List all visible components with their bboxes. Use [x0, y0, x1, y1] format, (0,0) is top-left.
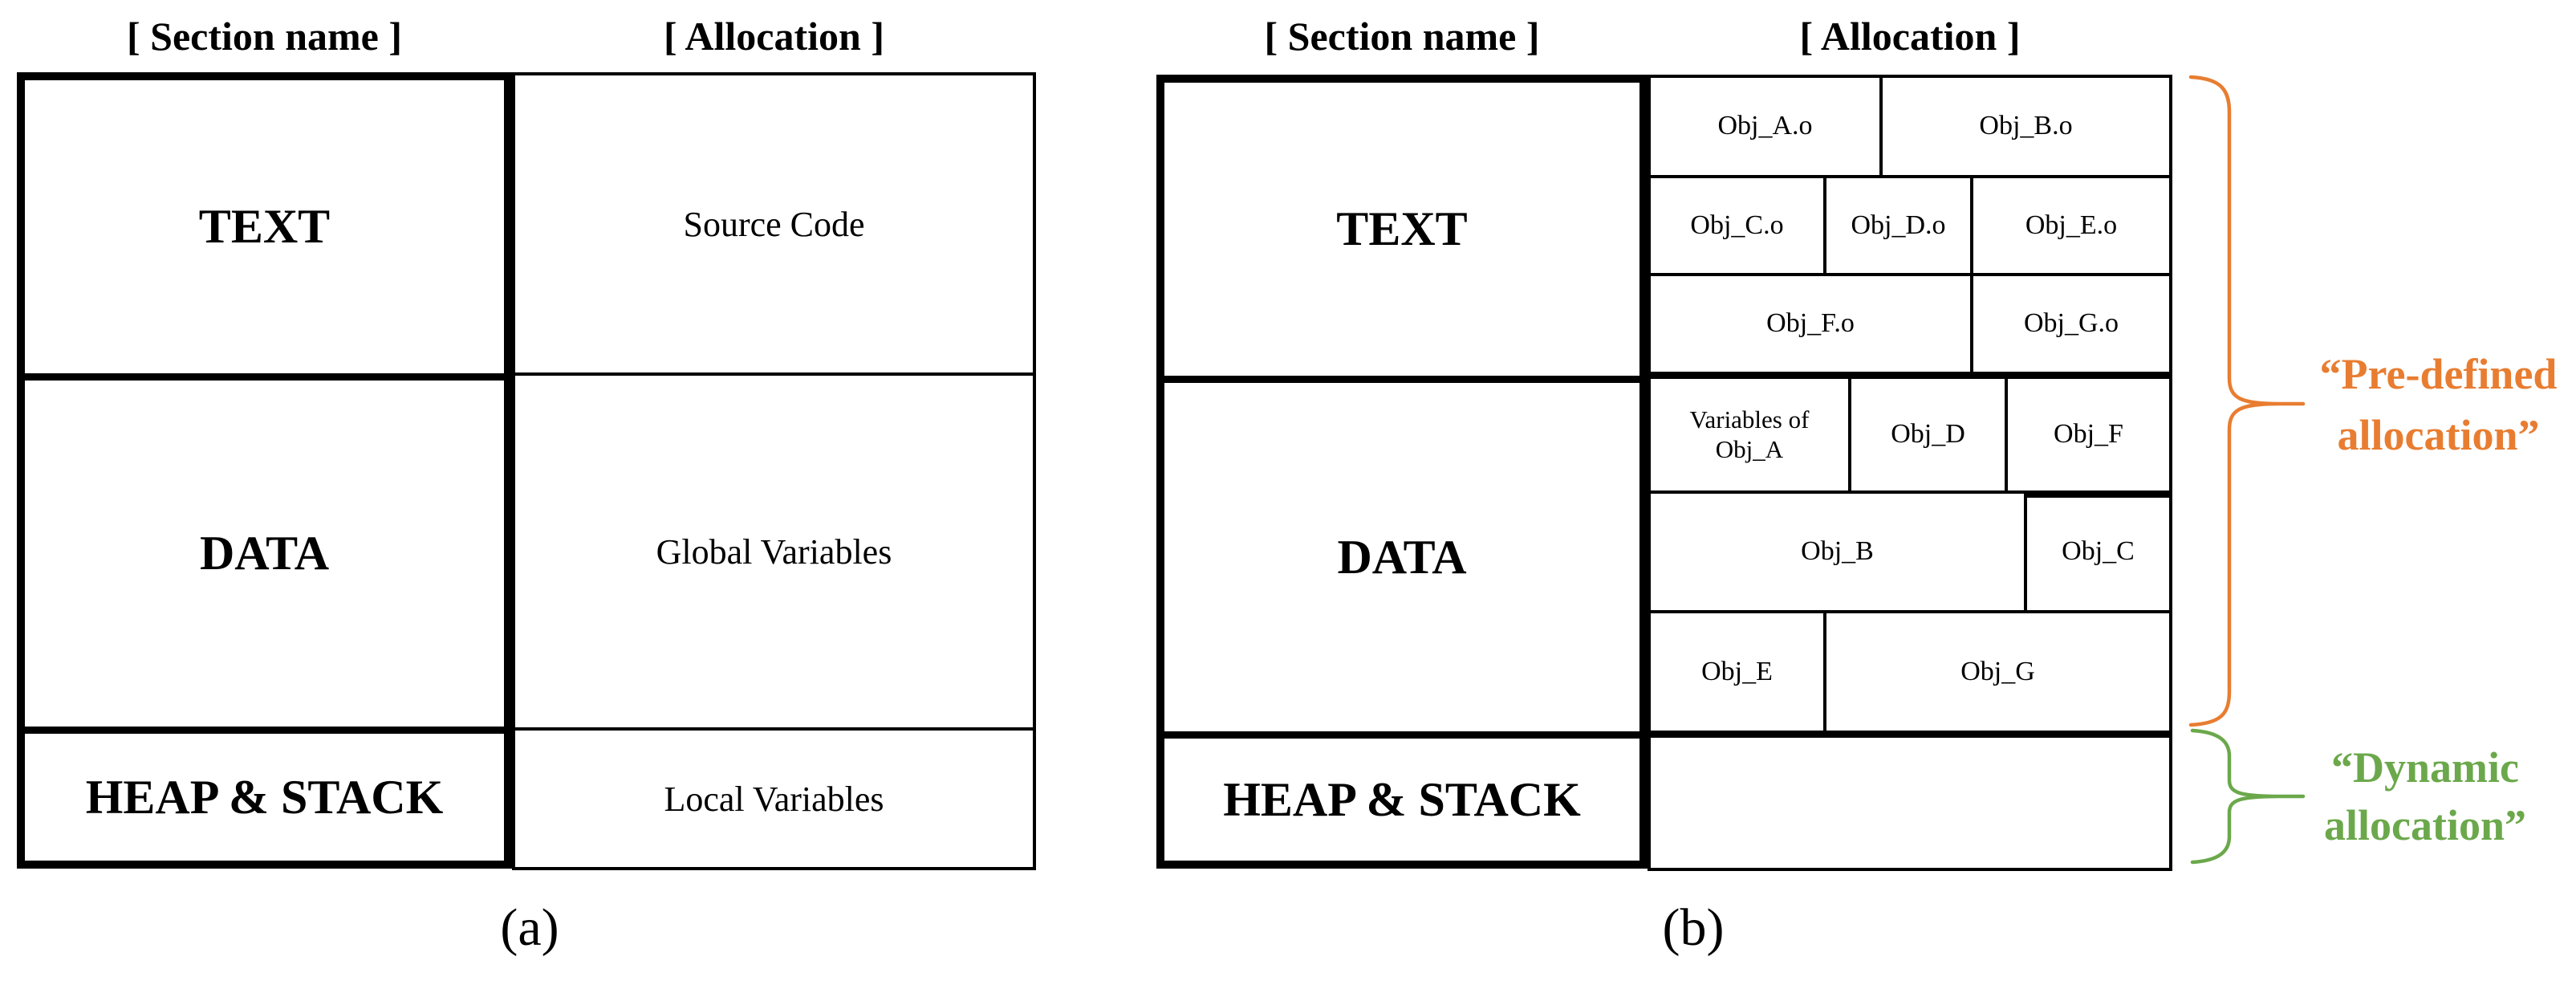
panel-a-section-text: TEXT	[25, 80, 504, 373]
data-alloc-row-2: Obj_B Obj_C	[1651, 490, 2169, 610]
predefined-annotation-line1: “Pre-defined	[2319, 350, 2558, 398]
panel-b-section-header: [ Section name ]	[1264, 14, 1540, 59]
panel-a-alloc-global-variables: Global Variables	[515, 372, 1033, 727]
section-label-data: DATA	[199, 527, 330, 580]
alloc-cell-obj-f-o: Obj_F.o	[1766, 308, 1855, 339]
text-alloc-row-1: Obj_A.o Obj_B.o	[1651, 78, 2169, 175]
panel-b-section-data: DATA	[1164, 376, 1639, 731]
panel-a-allocation-header: [ Allocation ]	[664, 14, 884, 59]
alloc-cell-obj-e-o: Obj_E.o	[1970, 178, 2169, 273]
alloc-cell-obj-g: Obj_G	[1823, 613, 2169, 731]
data-alloc-row-3: Obj_E Obj_G	[1651, 610, 2169, 731]
dynamic-allocation-brace-icon	[2190, 728, 2306, 865]
predefined-allocation-brace-icon	[2188, 75, 2306, 727]
alloc-cell-variables-of-obj-a: Variables of Obj_A	[1689, 405, 1810, 463]
panel-b-section-heap-stack: HEAP & STACK	[1164, 731, 1639, 861]
panel-b-allocation-header: [ Allocation ]	[1799, 14, 2021, 59]
alloc-label-source-code: Source Code	[683, 204, 865, 244]
panel-b-section-text: TEXT	[1164, 83, 1639, 376]
alloc-cell-obj-d: Obj_D	[1848, 379, 2005, 490]
alloc-cell-obj-f: Obj_F	[2005, 379, 2169, 490]
section-label-text: TEXT	[1336, 202, 1468, 255]
alloc-cell-obj-a-o: Obj_A.o	[1717, 111, 1813, 141]
panel-b-allocation-grid: Obj_A.o Obj_B.o Obj_C.o Obj_D.o Obj_E.o …	[1648, 75, 2172, 871]
panel-a-alloc-source-code: Source Code	[515, 75, 1033, 372]
panel-b-section-column: TEXT DATA HEAP & STACK	[1156, 75, 1648, 869]
predefined-allocation-annotation: “Pre-defined allocation”	[2300, 344, 2576, 466]
panel-a-section-heap-stack: HEAP & STACK	[25, 727, 504, 861]
alloc-cell-obj-c-o: Obj_C.o	[1690, 210, 1784, 240]
panel-a-alloc-local-variables: Local Variables	[515, 727, 1033, 867]
dynamic-annotation-line2: allocation”	[2324, 801, 2526, 849]
alloc-cell-obj-c: Obj_C	[2024, 494, 2169, 610]
text-alloc-row-2: Obj_C.o Obj_D.o Obj_E.o	[1651, 175, 2169, 273]
panel-b-label: (b)	[1662, 898, 1725, 957]
alloc-label-local-variables: Local Variables	[664, 779, 884, 819]
alloc-cell-obj-d-o: Obj_D.o	[1823, 178, 1970, 273]
text-alloc-row-3: Obj_F.o Obj_G.o	[1651, 273, 2169, 372]
panel-a-section-data: DATA	[25, 373, 504, 727]
dynamic-annotation-line1: “Dynamic	[2331, 743, 2519, 792]
dynamic-allocation-annotation: “Dynamic allocation”	[2297, 739, 2554, 854]
alloc-cell-obj-b: Obj_B	[1801, 536, 1874, 567]
alloc-cell-obj-b-o: Obj_B.o	[1879, 78, 2169, 175]
alloc-cell-obj-g-o: Obj_G.o	[1970, 276, 2169, 372]
section-label-data: DATA	[1337, 530, 1467, 584]
panel-a-section-header: [ Section name ]	[127, 14, 402, 59]
alloc-cell-heap-empty	[1651, 738, 2169, 868]
heap-alloc-row	[1651, 731, 2169, 868]
section-label-heap-stack: HEAP & STACK	[85, 770, 444, 824]
section-label-heap-stack: HEAP & STACK	[1223, 772, 1581, 826]
alloc-cell-obj-e: Obj_E	[1701, 656, 1773, 686]
panel-a-allocation-column: Source Code Global Variables Local Varia…	[512, 72, 1036, 870]
predefined-annotation-line2: allocation”	[2337, 411, 2540, 459]
data-alloc-row-1: Variables of Obj_A Obj_D Obj_F	[1651, 372, 2169, 490]
alloc-label-global-variables: Global Variables	[656, 531, 892, 572]
section-label-text: TEXT	[198, 200, 331, 253]
panel-a-section-column: TEXT DATA HEAP & STACK	[17, 72, 512, 869]
panel-a-label: (a)	[500, 898, 559, 957]
